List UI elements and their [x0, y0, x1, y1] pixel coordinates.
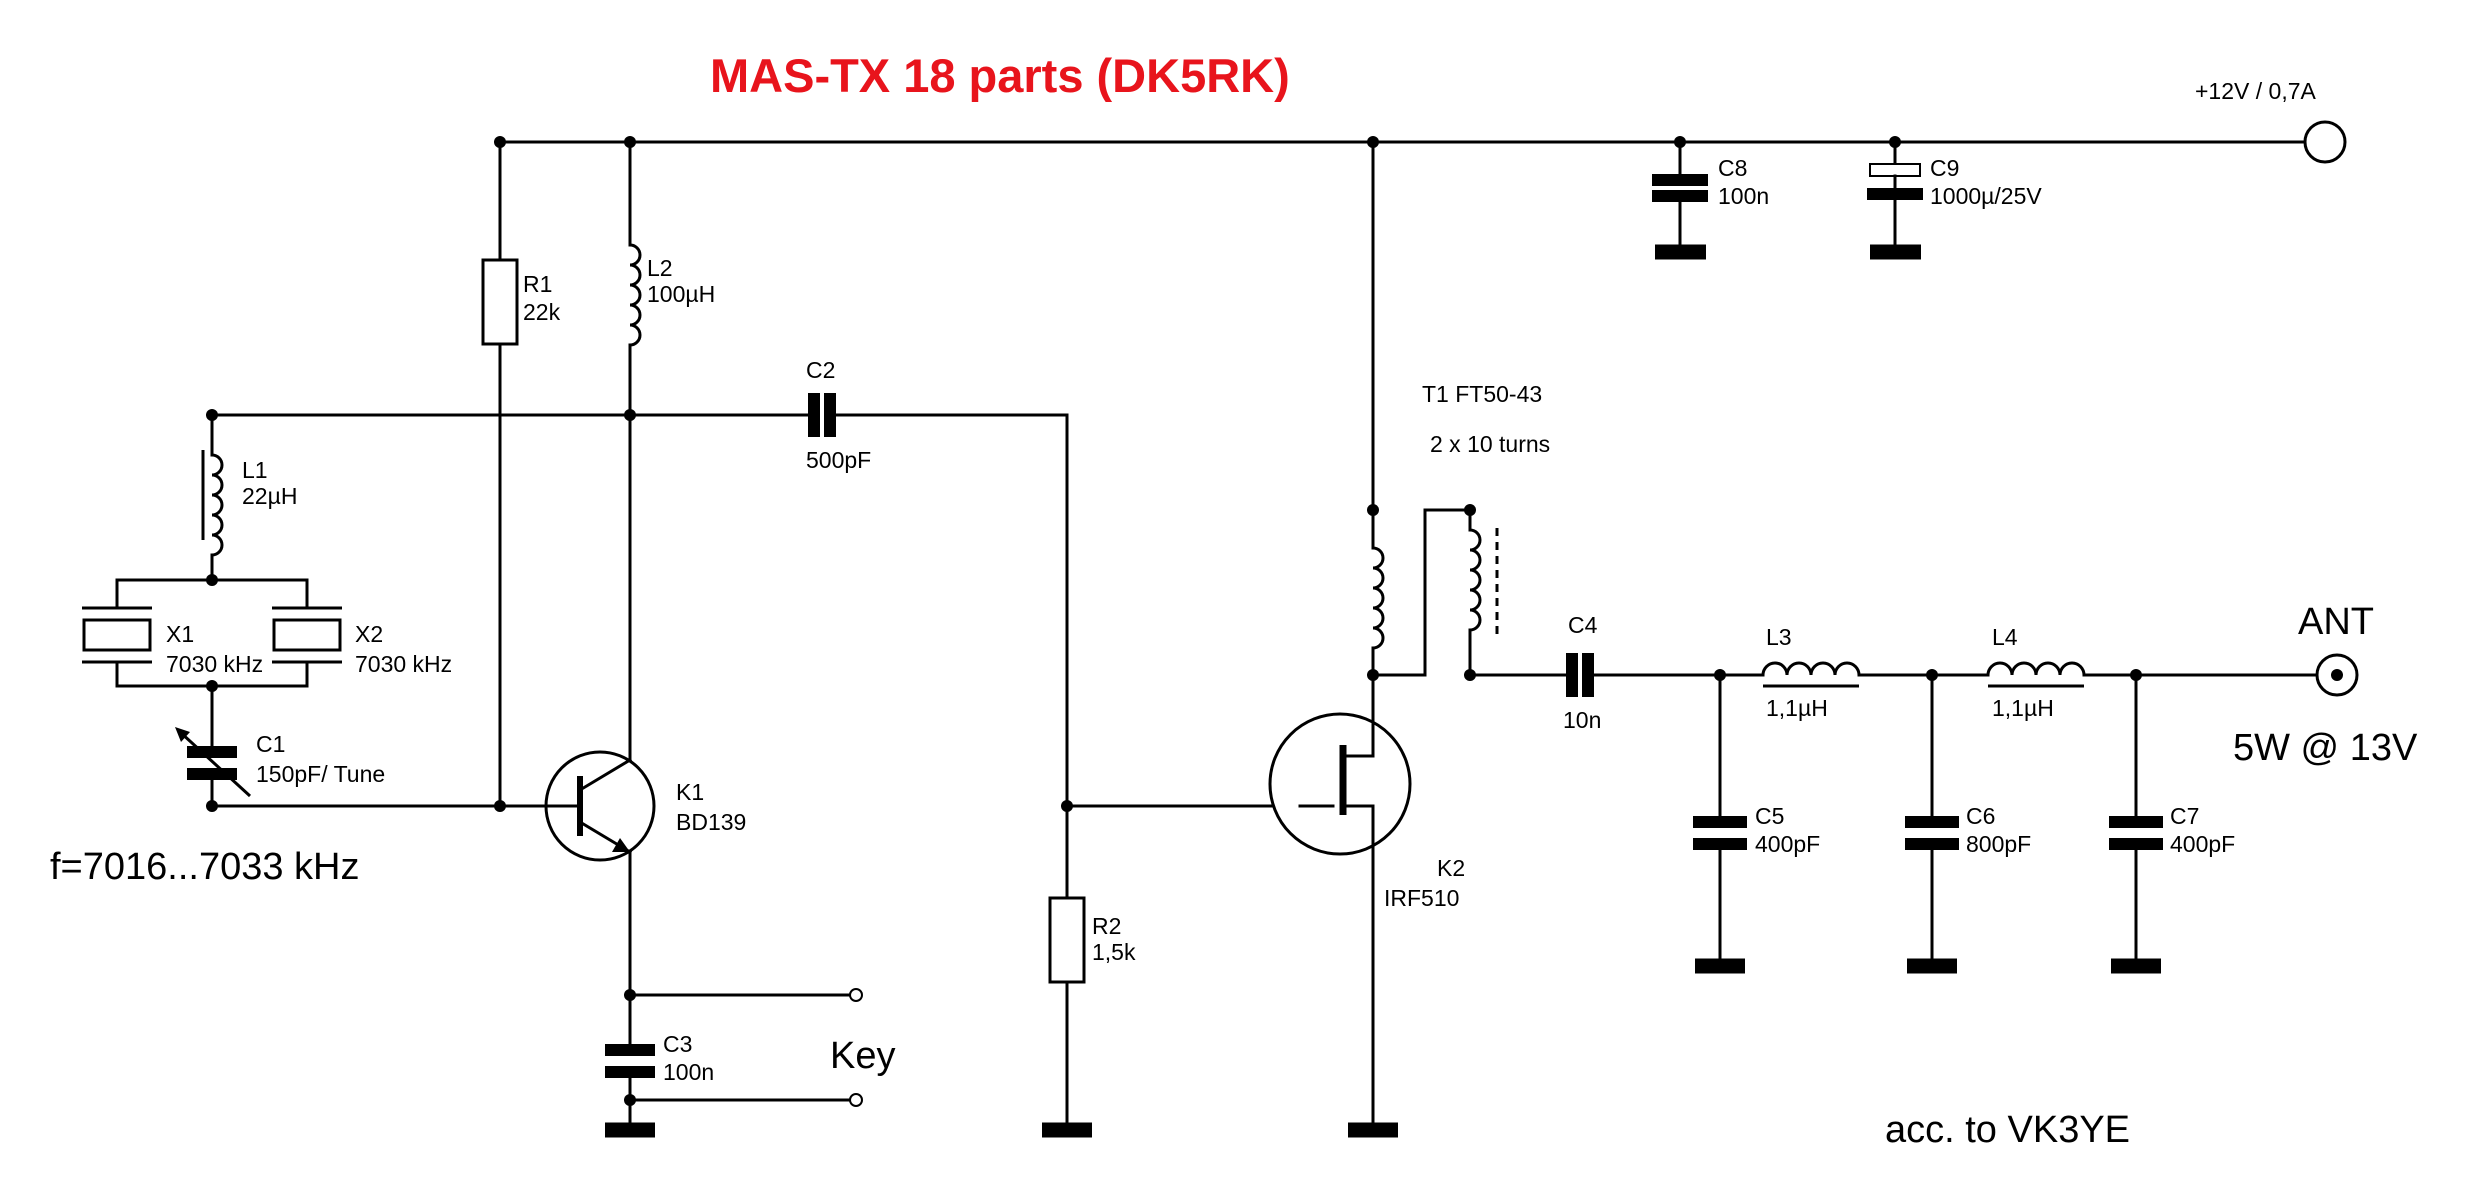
l2-value: 100µH [647, 281, 715, 307]
resistor-r2 [1042, 804, 1092, 1138]
resistor-r1 [481, 140, 519, 812]
output-chain [1468, 653, 2359, 697]
transistor-k1 [498, 750, 656, 997]
c1-value: 150pF/ Tune [256, 761, 385, 787]
capacitor-c3 [605, 988, 863, 1138]
supply-terminal [2303, 120, 2347, 164]
supply-rail [494, 120, 2347, 164]
c3-value: 100n [663, 1059, 714, 1085]
c8-ref: C8 [1718, 155, 1747, 181]
k2-ref: K2 [1437, 855, 1465, 881]
l3-ref: L3 [1766, 624, 1792, 650]
l2-ref: L2 [647, 255, 673, 281]
crystals-x1-x2 [82, 574, 342, 692]
k1-value: BD139 [676, 809, 746, 835]
r1-ref: R1 [523, 271, 552, 297]
t1-name: T1 FT50-43 [1422, 381, 1542, 407]
capacitor-c8 [1652, 140, 1708, 260]
mosfet-k2 [1065, 669, 1412, 1138]
frequency-label: f=7016...7033 kHz [50, 846, 360, 888]
c2-ref: C2 [806, 357, 835, 383]
inductor-l1 [201, 413, 224, 582]
c5-value: 400pF [1755, 831, 1820, 857]
c5-ref: C5 [1755, 803, 1784, 829]
c2-value: 500pF [806, 447, 871, 473]
l1-value: 22µH [242, 483, 297, 509]
x1-ref: X1 [166, 621, 194, 647]
capacitor-c2 [206, 393, 1073, 812]
t1-turns: 2 x 10 turns [1430, 431, 1550, 457]
c4-value: 10n [1563, 707, 1601, 733]
c8-value: 100n [1718, 183, 1769, 209]
transformer-t1 [1367, 140, 1499, 681]
x2-ref: X2 [355, 621, 383, 647]
c3-ref: C3 [663, 1031, 692, 1057]
x1-value: 7030 kHz [166, 651, 263, 677]
r2-value: 1,5k [1092, 939, 1136, 965]
c9-value: 1000µ/25V [1930, 183, 2042, 209]
c7-ref: C7 [2170, 803, 2199, 829]
c1-ref: C1 [256, 731, 285, 757]
supply-label: +12V / 0,7A [2195, 78, 2316, 104]
c9-ref: C9 [1930, 155, 1959, 181]
x2-value: 7030 kHz [355, 651, 452, 677]
diagram-title: MAS-TX 18 parts (DK5RK) [710, 49, 1290, 102]
l4-value: 1,1µH [1992, 695, 2054, 721]
l3-value: 1,1µH [1766, 695, 1828, 721]
k1-ref: K1 [676, 779, 704, 805]
c7-value: 400pF [2170, 831, 2235, 857]
trimmer-c1 [175, 684, 502, 812]
output-power-label: 5W @ 13V [2233, 727, 2418, 769]
capacitor-c7 [2109, 673, 2163, 974]
capacitor-c5 [1693, 673, 1747, 974]
l1-ref: L1 [242, 457, 268, 483]
k2-value: IRF510 [1384, 885, 1459, 911]
c6-value: 800pF [1966, 831, 2031, 857]
capacitor-c6 [1905, 673, 1959, 974]
key-label: Key [830, 1035, 895, 1077]
capacitor-c9 [1867, 140, 1923, 260]
r1-value: 22k [523, 299, 561, 325]
credit-label: acc. to VK3YE [1885, 1109, 2130, 1151]
l4-ref: L4 [1992, 624, 2018, 650]
r2-ref: R2 [1092, 913, 1121, 939]
inductor-l2 [624, 140, 642, 775]
antenna-label: ANT [2298, 601, 2374, 643]
c6-ref: C6 [1966, 803, 1995, 829]
c4-ref: C4 [1568, 612, 1598, 638]
